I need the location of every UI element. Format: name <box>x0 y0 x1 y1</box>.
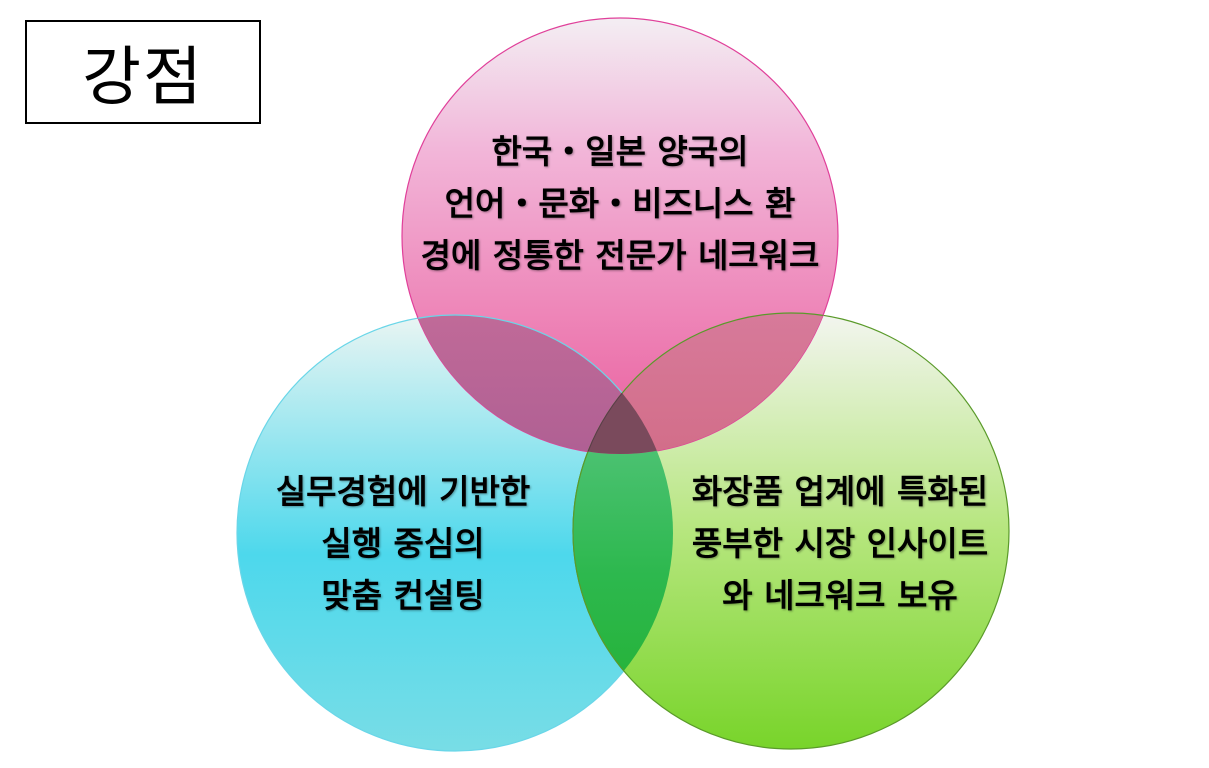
label-line: 와 네크워크 보유 <box>722 576 958 615</box>
label-line: 맞춤 컨설팅 <box>321 576 485 615</box>
overlap-pink-cyan <box>402 314 674 454</box>
label-line: 한국・일본 양국의 <box>491 132 749 171</box>
overlap-cyan-green <box>572 315 673 750</box>
label-top-circle: 한국・일본 양국의 언어・문화・비즈니스 환 경에 정통한 전문가 네크워크 <box>420 126 820 282</box>
label-right-circle: 화장품 업계에 특화된 풍부한 시장 인사이트 와 네크워크 보유 <box>660 466 1020 622</box>
label-line: 경에 정통한 전문가 네크워크 <box>420 236 820 275</box>
label-line: 언어・문화・비즈니스 환 <box>444 184 796 223</box>
label-left-circle: 실무경험에 기반한 실행 중심의 맞춤 컨설팅 <box>233 466 573 622</box>
title-text: 강점 <box>82 41 204 115</box>
title-box: 강점 <box>25 20 261 124</box>
label-line: 화장품 업계에 특화된 <box>691 472 989 511</box>
label-line: 실무경험에 기반한 <box>275 472 531 511</box>
label-line: 풍부한 시장 인사이트 <box>691 524 989 563</box>
overlap-pink-green <box>572 312 838 454</box>
label-line: 실행 중심의 <box>321 524 485 563</box>
